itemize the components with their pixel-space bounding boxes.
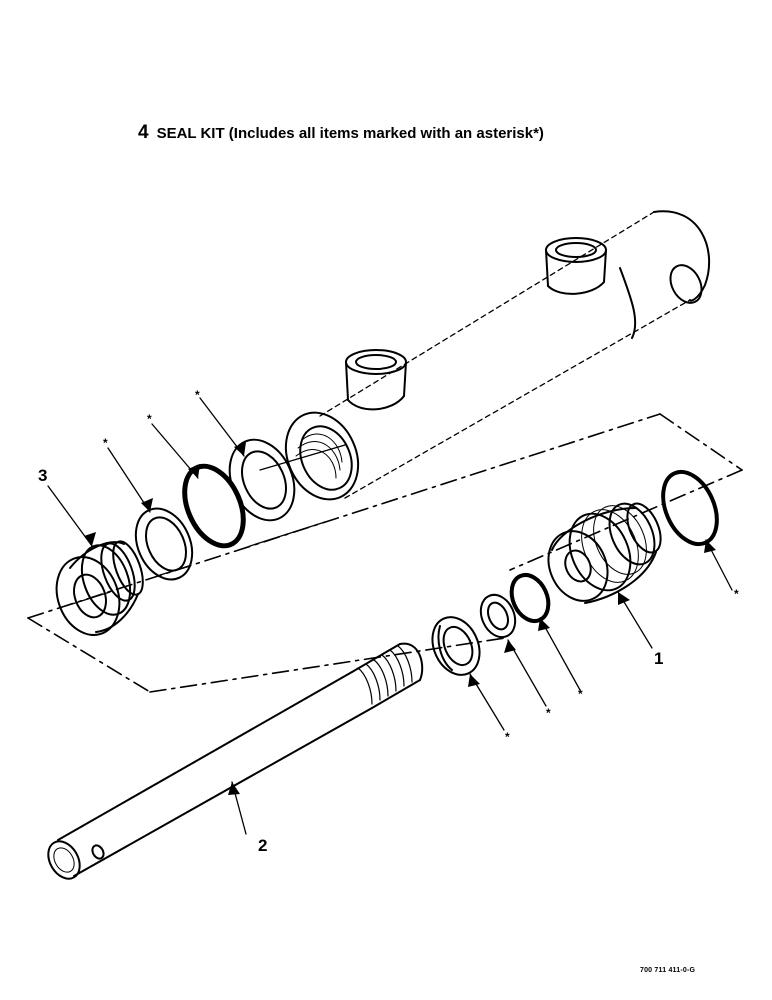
wiper-seal-lower bbox=[431, 616, 481, 676]
piston bbox=[547, 502, 662, 604]
asterisk-marker: * bbox=[734, 587, 739, 601]
rod-seal-lower bbox=[479, 593, 517, 639]
o-ring-lower bbox=[509, 573, 551, 623]
callout-1: 1 bbox=[654, 649, 664, 668]
asterisk-marker: * bbox=[578, 687, 583, 701]
asterisk-marker: * bbox=[103, 436, 108, 450]
o-ring-right bbox=[661, 469, 719, 547]
seal-kit-number: 4 bbox=[138, 122, 149, 143]
leader-lines bbox=[47, 397, 733, 835]
asterisk-marker: * bbox=[195, 388, 200, 402]
gland bbox=[55, 540, 144, 636]
asterisk-marker: * bbox=[147, 412, 152, 426]
cylinder-barrel bbox=[284, 210, 710, 501]
callout-2: 2 bbox=[258, 836, 268, 855]
seal-kit-title: 4 SEAL KIT (Includes all items marked wit… bbox=[138, 122, 544, 144]
seal-kit-text: SEAL KIT (Includes all items marked with… bbox=[156, 125, 544, 142]
callout-3: 3 bbox=[38, 466, 48, 485]
drawing-number: 700 711 411-0-G bbox=[640, 967, 696, 974]
rod bbox=[47, 642, 424, 880]
asterisk-marker: * bbox=[505, 730, 510, 744]
arrowheads bbox=[84, 442, 716, 795]
asterisk-marker: * bbox=[546, 706, 551, 720]
